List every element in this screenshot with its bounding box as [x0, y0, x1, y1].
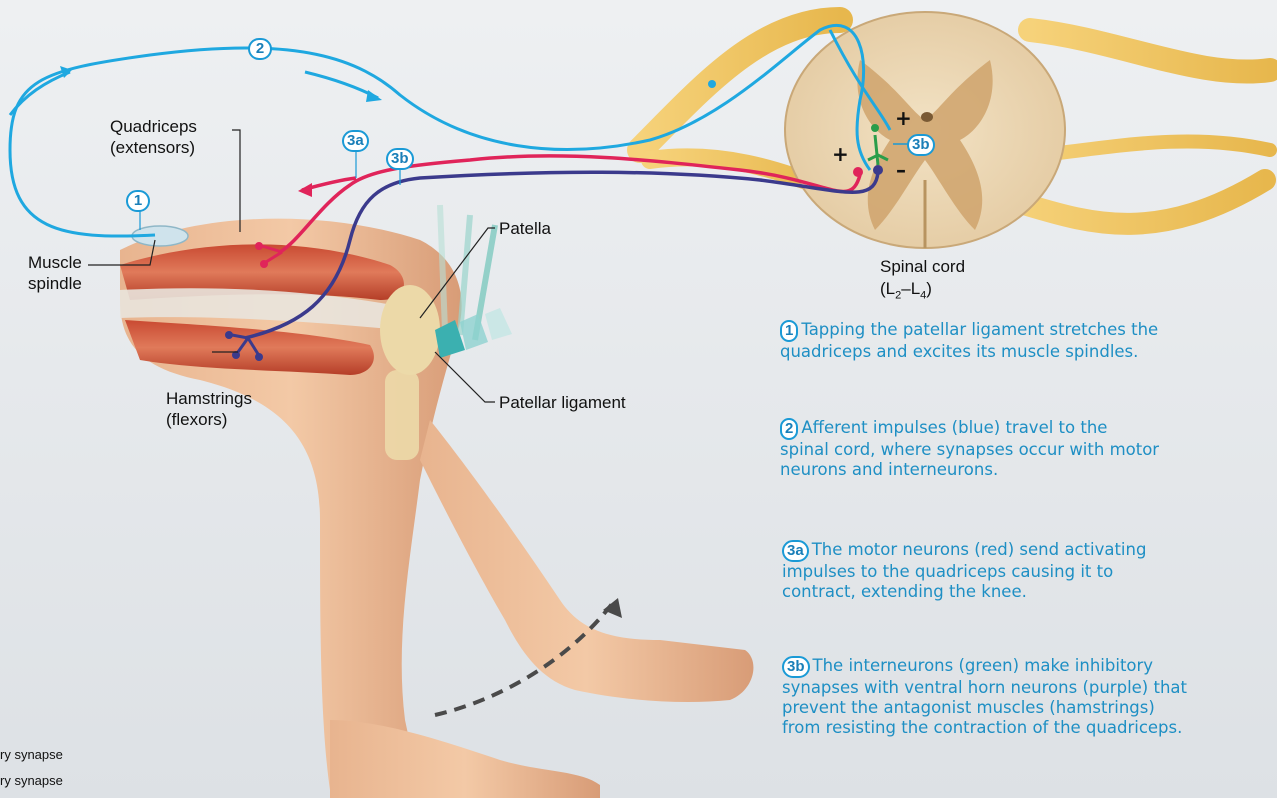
- legend-excitatory-label: ry synapse: [0, 744, 63, 765]
- quadriceps-label: Quadriceps: [110, 116, 197, 137]
- step-2-badge: 2: [248, 38, 272, 60]
- step-1-text-badge: 1: [780, 320, 798, 342]
- quadriceps-sub-label: (extensors): [110, 137, 195, 158]
- afferent-cell-body: [708, 80, 716, 88]
- step-3b-badge: 3b: [386, 148, 414, 170]
- spinal-cord-level-label: (L2–L4): [880, 278, 932, 306]
- step-3a-text-badge: 3a: [782, 540, 809, 562]
- patellar-ligament-label: Patellar ligament: [499, 392, 626, 413]
- spindle-label: spindle: [28, 273, 82, 294]
- spinal-cord-cross-section: [785, 12, 1065, 248]
- step-2-text-badge: 2: [780, 418, 798, 440]
- step-3a-badge: 3a: [342, 130, 369, 152]
- muscle-label: Muscle: [28, 252, 82, 273]
- step-1-badge: 1: [126, 190, 150, 212]
- hamstrings-label: Hamstrings: [166, 388, 252, 409]
- inhibitory-sign: –: [896, 158, 906, 182]
- hamstrings-sub-label: (flexors): [166, 409, 227, 430]
- spinal-cord-label: Spinal cord: [880, 256, 965, 277]
- excitatory-sign-upper: +: [895, 106, 912, 130]
- step-3b-text-badge: 3b: [782, 656, 810, 678]
- legend-inhibitory-label: ry synapse: [0, 770, 63, 791]
- excitatory-sign-lower: +: [832, 142, 849, 166]
- patella-label: Patella: [499, 218, 551, 239]
- step-3b-cord-badge: 3b: [907, 134, 935, 156]
